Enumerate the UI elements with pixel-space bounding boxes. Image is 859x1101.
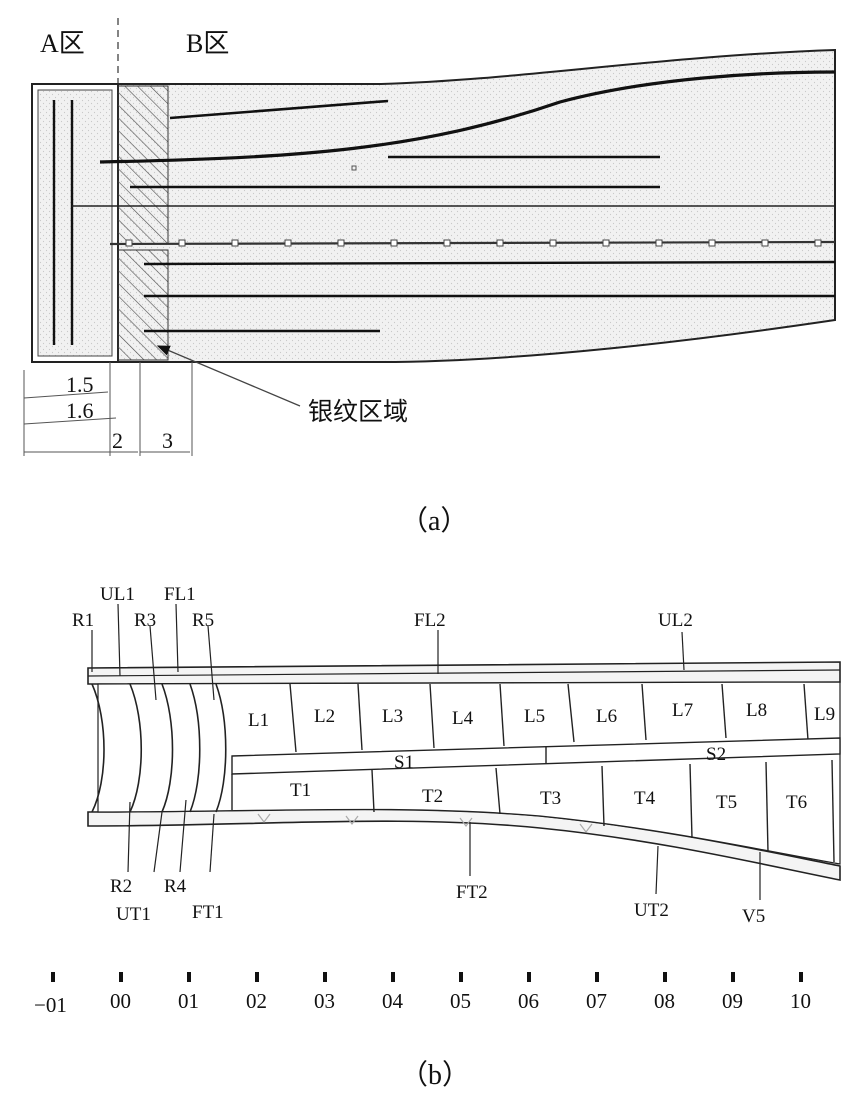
- dim-label: 2: [112, 428, 123, 453]
- panel-b: R1 UL1 R3 FL1 R5 FL2 UL2 L1 L2 L3 L4 L5 …: [34, 584, 841, 1091]
- cell-S2: S2: [706, 744, 726, 765]
- ruler-label: 02: [246, 989, 267, 1013]
- cell-L8: L8: [746, 700, 767, 721]
- panel-a: A区 B区: [23, 18, 836, 537]
- cell-L1: L1: [248, 710, 269, 731]
- ruler-label: −01: [34, 993, 67, 1017]
- cell-T1: T1: [290, 780, 311, 801]
- crazing-callout: 银纹区域: [308, 397, 408, 426]
- label-R2: R2: [110, 876, 132, 897]
- caption-b: （b）: [400, 1059, 470, 1091]
- cell-S1: S1: [394, 752, 414, 773]
- cell-T6: T6: [786, 792, 807, 813]
- v-marks: [257, 813, 593, 833]
- cell-L4: L4: [452, 708, 474, 729]
- cell-T5: T5: [716, 792, 737, 813]
- top-flange-inner: [87, 669, 841, 677]
- label-R5: R5: [192, 610, 214, 631]
- cell-L3: L3: [382, 706, 403, 727]
- zone-a-label: A区: [40, 29, 85, 58]
- label-UT2: UT2: [634, 900, 669, 921]
- dim-label: 1.6: [66, 398, 94, 423]
- cell-T2: T2: [422, 786, 443, 807]
- dimension-lines: [23, 362, 193, 456]
- s-band: [231, 737, 841, 775]
- dim-label: 1.5: [66, 372, 94, 397]
- cell-T3: T3: [540, 788, 561, 809]
- ruler-label: 01: [178, 989, 199, 1013]
- step-markers: [125, 239, 822, 247]
- label-FT2: FT2: [456, 882, 488, 903]
- curved-fiber: [99, 70, 836, 164]
- label-FL2: FL2: [414, 610, 446, 631]
- l-row-dividers: [289, 683, 809, 753]
- t-row-dividers: [231, 759, 835, 863]
- crazing-region-upper: [117, 85, 169, 245]
- label-R3: R3: [134, 610, 156, 631]
- zone-b-label: B区: [186, 29, 229, 58]
- label-UT1: UT1: [116, 904, 151, 925]
- label-FL1: FL1: [164, 584, 196, 605]
- zone-a-inner: [37, 89, 113, 357]
- ruler-label: 06: [518, 989, 539, 1013]
- label-UL2: UL2: [658, 610, 693, 631]
- cell-L7: L7: [672, 700, 693, 721]
- label-V5: V5: [742, 906, 765, 927]
- ruler-label: 07: [586, 989, 607, 1013]
- label-R4: R4: [164, 876, 187, 897]
- label-R1: R1: [72, 610, 94, 631]
- label-UL1: UL1: [100, 584, 135, 605]
- web-region: [97, 681, 841, 865]
- caption-a: （a）: [400, 505, 468, 537]
- label-leaders: [91, 603, 761, 900]
- ruler-label: 04: [382, 989, 404, 1013]
- callout-leader: [156, 345, 301, 407]
- ruler-tick-marks: [51, 972, 803, 982]
- radius-arcs: [91, 683, 227, 813]
- cell-T4: T4: [634, 788, 656, 809]
- ruler-label: 05: [450, 989, 471, 1013]
- small-marker: [351, 165, 357, 171]
- ruler-label: 10: [790, 989, 811, 1013]
- crazing-region-lower: [117, 249, 169, 361]
- cell-L5: L5: [524, 706, 545, 727]
- ruler-label: 03: [314, 989, 335, 1013]
- cell-L2: L2: [314, 706, 335, 727]
- label-FT1: FT1: [192, 902, 224, 923]
- fiber-line: [169, 99, 389, 120]
- cell-L9: L9: [814, 704, 835, 725]
- cell-L6: L6: [596, 706, 617, 727]
- fiber-line: [143, 260, 836, 266]
- ruler-label: 00: [110, 989, 131, 1013]
- ruler-label: 09: [722, 989, 743, 1013]
- ruler-label: 08: [654, 989, 675, 1013]
- dim-label: 3: [162, 428, 173, 453]
